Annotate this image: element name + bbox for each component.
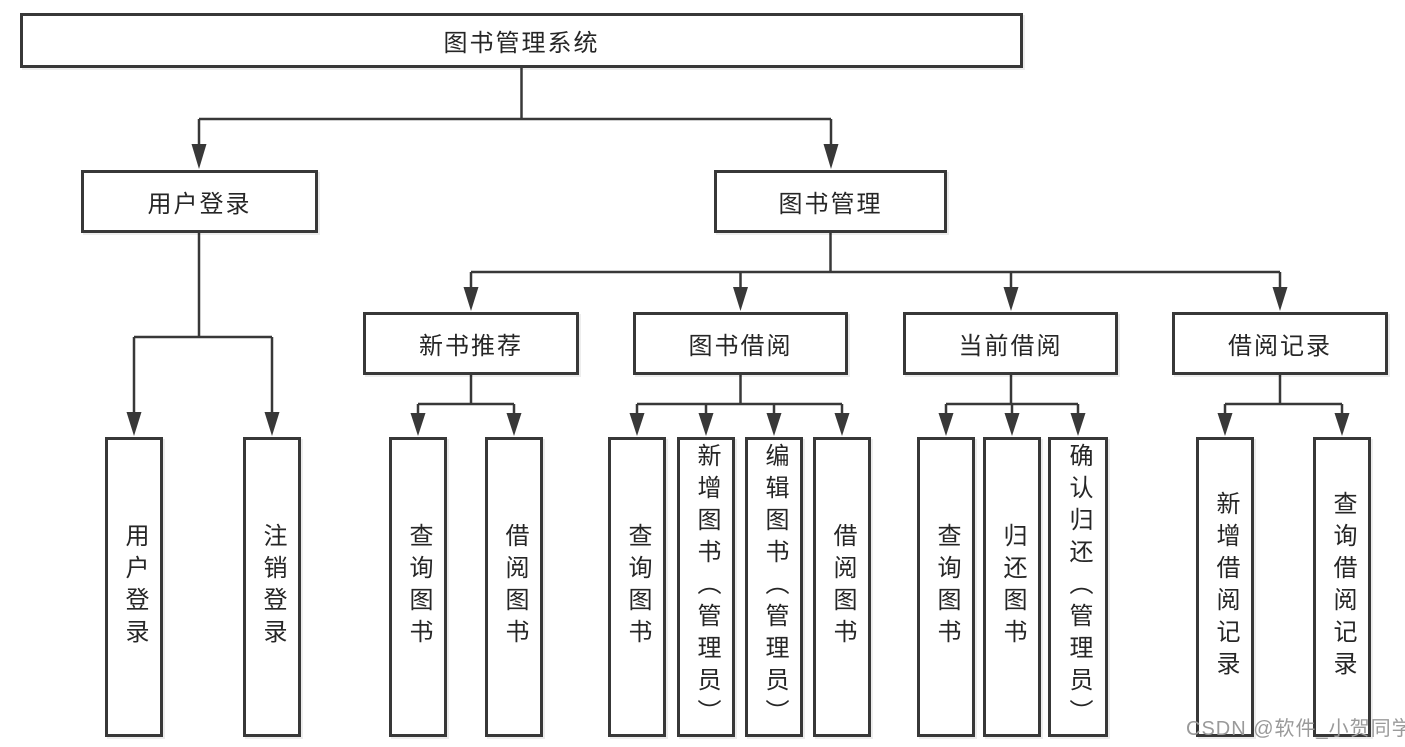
connector-current-borrow [944, 374, 1080, 414]
node-query-borrow-record: 查询借阅记录 [1313, 437, 1371, 737]
node-user-login-leaf: 用户登录 [105, 437, 163, 737]
node-user-login: 用户登录 [81, 170, 318, 233]
node-return-book: 归还图书 [983, 437, 1041, 737]
node-borrow-records: 借阅记录 [1172, 312, 1388, 375]
node-book-borrow: 图书借阅 [633, 312, 848, 375]
node-add-book-admin: 新增图书（管理员） [677, 437, 735, 737]
node-query-books-recommend: 查询图书 [389, 437, 447, 737]
connector-book-borrow [635, 374, 844, 414]
node-add-borrow-record: 新增借阅记录 [1196, 437, 1254, 737]
connector-user-login [132, 232, 274, 413]
node-book-management: 图书管理 [714, 170, 947, 233]
node-confirm-return-admin: 确认归还（管理员） [1048, 437, 1108, 737]
connector-book-management [469, 232, 1282, 288]
node-query-books-current: 查询图书 [917, 437, 975, 737]
connector-root [197, 68, 833, 145]
connector-borrow-records [1223, 374, 1344, 414]
node-borrow-books-recommend: 借阅图书 [485, 437, 543, 737]
node-logout-leaf: 注销登录 [243, 437, 301, 737]
node-current-borrow: 当前借阅 [903, 312, 1118, 375]
watermark: CSDN @软件_小贺同学 [1186, 718, 1405, 740]
connector-new-book [416, 374, 516, 414]
node-new-book-recommend: 新书推荐 [363, 312, 579, 375]
node-borrow-books-leaf: 借阅图书 [813, 437, 871, 737]
node-query-books-borrow: 查询图书 [608, 437, 666, 737]
node-edit-book-admin: 编辑图书（管理员） [745, 437, 803, 737]
node-library-management-system: 图书管理系统 [20, 13, 1023, 68]
